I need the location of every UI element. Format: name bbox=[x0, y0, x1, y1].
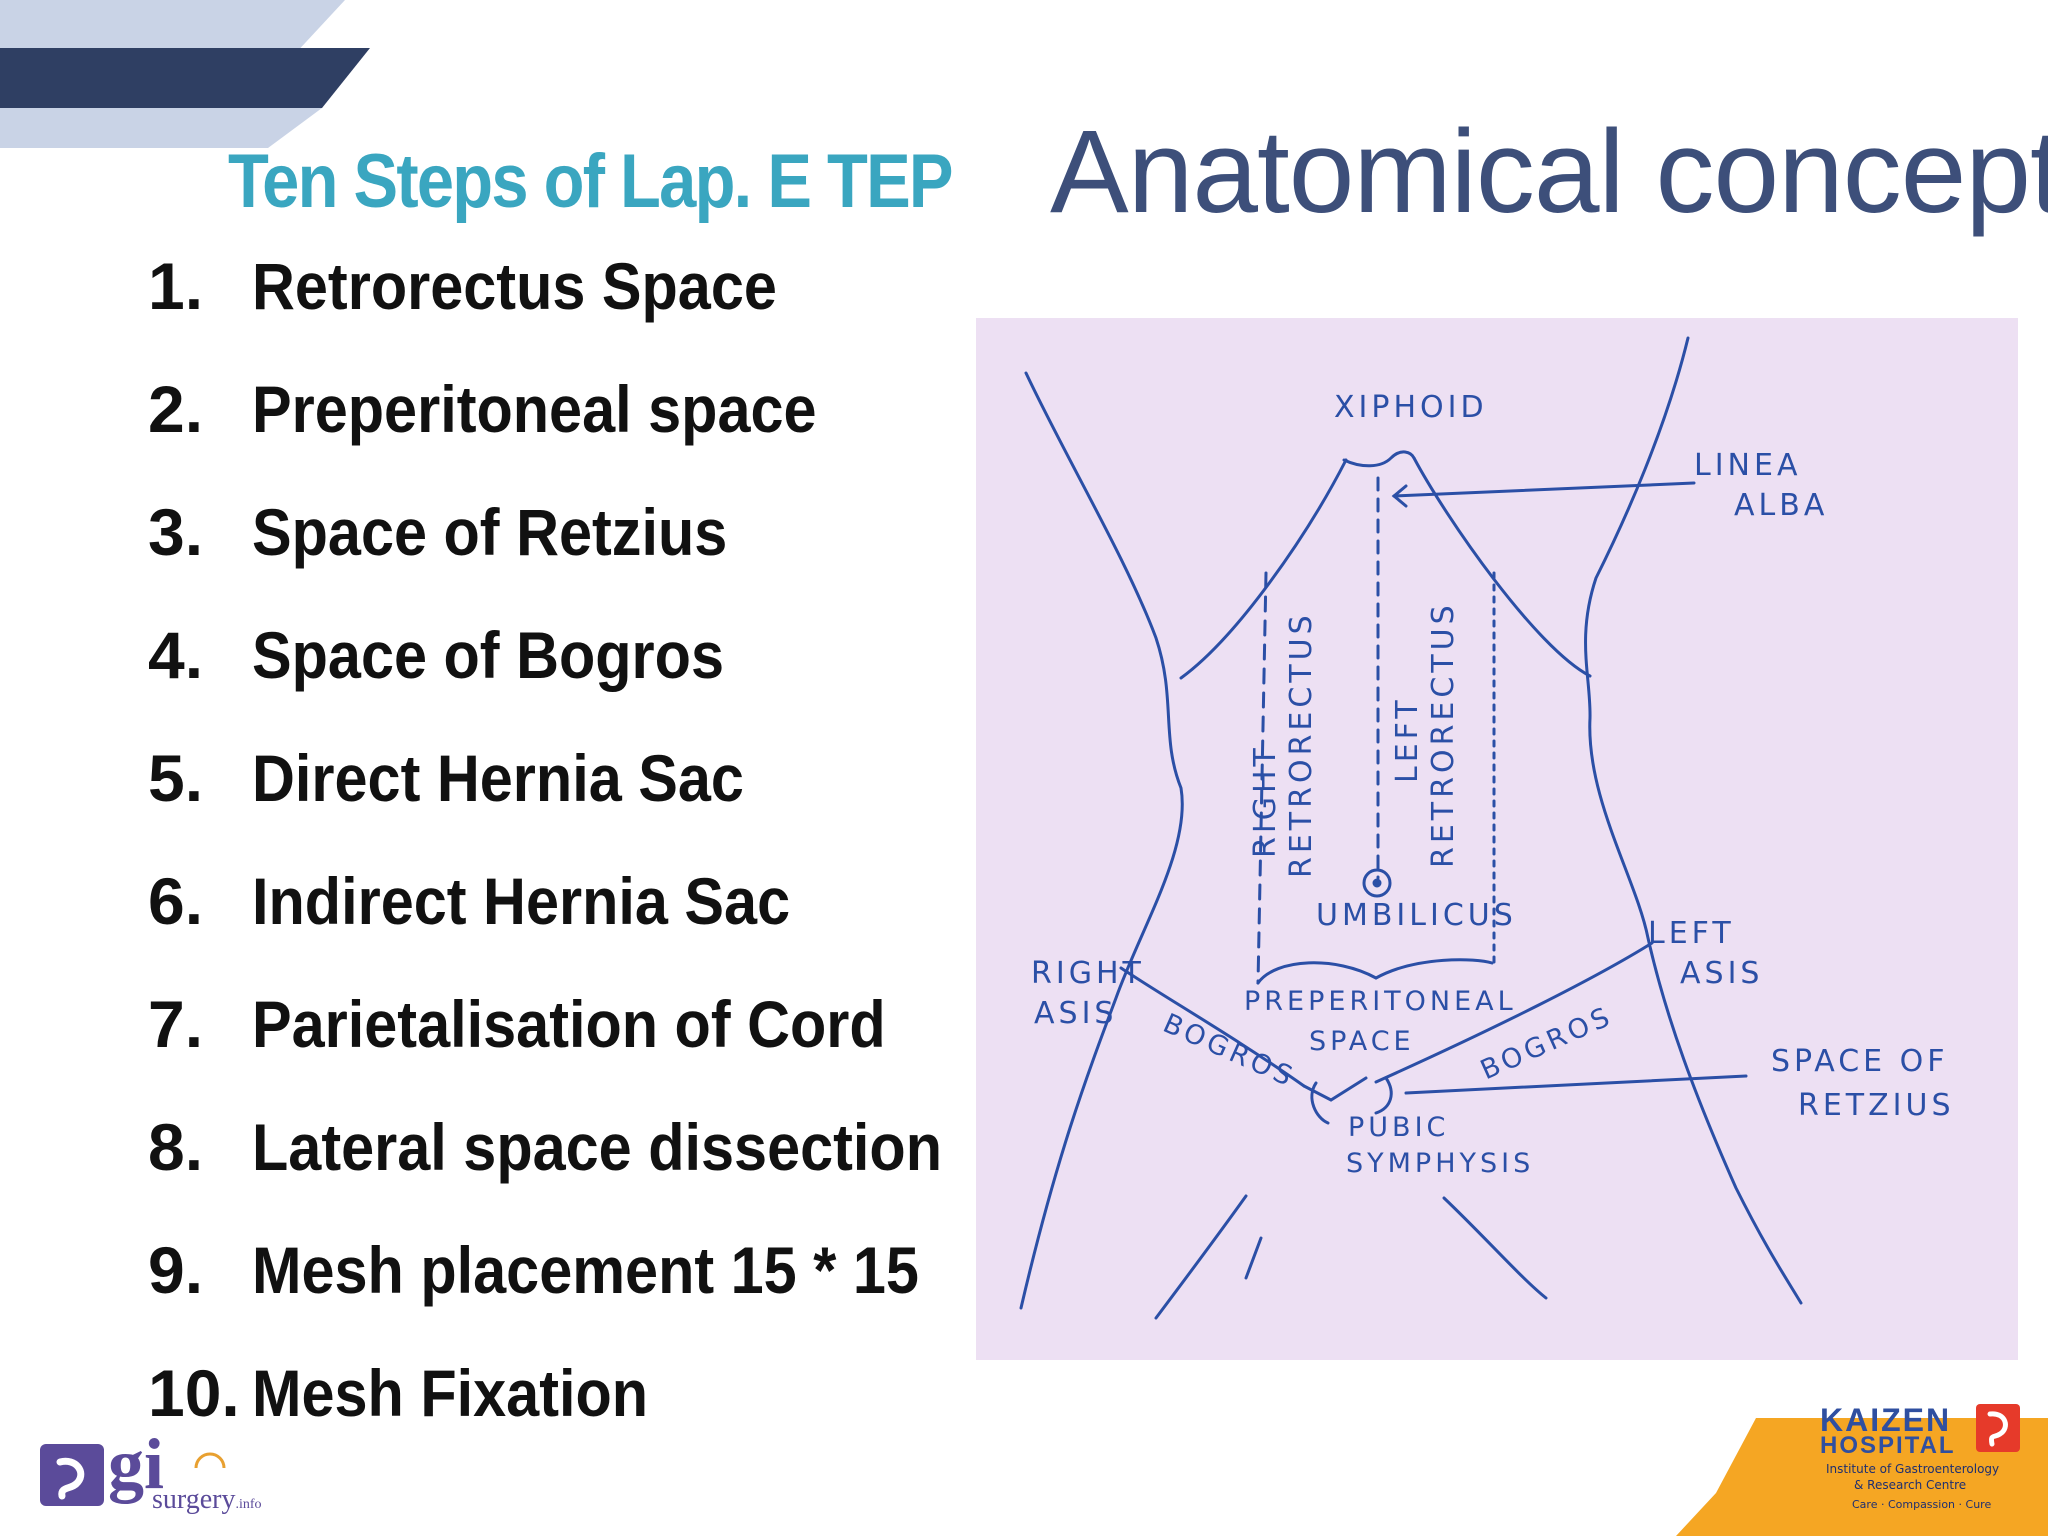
step-number: 3. bbox=[148, 495, 204, 569]
gi-logo-sub-text: surgery bbox=[152, 1484, 236, 1515]
step-text: Parietalisation of Cord bbox=[252, 987, 886, 1061]
label-left-asis-1: LEFT bbox=[1648, 916, 1735, 951]
label-left-asis-2: ASIS bbox=[1680, 956, 1764, 991]
list-item: 4. Space of Bogros bbox=[148, 617, 1019, 740]
list-item: 10.Mesh Fixation bbox=[148, 1355, 1019, 1478]
label-right-retrorectus-1: RIGHT bbox=[1248, 744, 1283, 858]
label-linea-alba-1: LINEA bbox=[1694, 448, 1802, 483]
label-xiphoid: XIPHOID bbox=[1334, 390, 1488, 425]
list-item: 5. Direct Hernia Sac bbox=[148, 740, 1019, 863]
label-retzius-2: RETZIUS bbox=[1798, 1088, 1955, 1123]
step-text: Lateral space dissection bbox=[252, 1110, 943, 1184]
step-number: 1. bbox=[148, 249, 204, 323]
kaizen-name: KAIZEN bbox=[1820, 1402, 1952, 1438]
label-left-retrorectus-1: LEFT bbox=[1390, 696, 1425, 783]
step-text: Mesh placement 15 * 15 bbox=[252, 1233, 919, 1307]
kaizen-hospital: HOSPITAL bbox=[1820, 1432, 1956, 1459]
gi-logo-main: gi bbox=[108, 1424, 165, 1504]
label-pubic-1: PUBIC bbox=[1348, 1112, 1450, 1143]
step-text: Retrorectus Space bbox=[252, 249, 777, 323]
step-number: 7. bbox=[148, 987, 204, 1061]
sun-icon bbox=[194, 1452, 226, 1469]
kaizen-institute: Institute of Gastroenterology bbox=[1826, 1462, 2000, 1476]
step-text: Mesh Fixation bbox=[252, 1356, 649, 1430]
step-text: Space of Retzius bbox=[252, 495, 728, 569]
label-preperitoneal-2: SPACE bbox=[1309, 1026, 1415, 1057]
step-text: Space of Bogros bbox=[252, 618, 724, 692]
list-item: 9. Mesh placement 15 * 15 bbox=[148, 1232, 1019, 1355]
step-number: 6. bbox=[148, 864, 204, 938]
list-item: 7. Parietalisation of Cord bbox=[148, 986, 1019, 1109]
step-number: 9. bbox=[148, 1233, 204, 1307]
step-number: 2. bbox=[148, 372, 204, 446]
list-item: 6. Indirect Hernia Sac bbox=[148, 863, 1019, 986]
gi-logo-icon bbox=[40, 1444, 104, 1506]
sketch-drawing bbox=[1019, 336, 1803, 1320]
label-preperitoneal-1: PREPERITONEAL bbox=[1244, 986, 1517, 1017]
kaizen-emblem-icon bbox=[1976, 1404, 2020, 1452]
label-right-asis-1: RIGHT bbox=[1031, 956, 1145, 991]
steps-list: 1. Retrorectus Space 2. Preperitoneal spac… bbox=[148, 248, 1019, 1478]
list-item: 2. Preperitoneal space bbox=[148, 371, 1019, 494]
step-number: 8. bbox=[148, 1110, 204, 1184]
step-text: Direct Hernia Sac bbox=[252, 741, 744, 815]
kaizen-tagline: Care · Compassion · Cure bbox=[1852, 1498, 1992, 1511]
gi-logo-suffix: .info bbox=[235, 1497, 262, 1512]
slide-subtitle: Ten Steps of Lap. E TEP bbox=[228, 139, 954, 224]
corner-decoration bbox=[0, 0, 370, 148]
step-text: Indirect Hernia Sac bbox=[252, 864, 791, 938]
step-number: 10. bbox=[148, 1356, 240, 1430]
label-retzius-1: SPACE OF bbox=[1771, 1044, 1949, 1079]
kaizen-research: & Research Centre bbox=[1854, 1478, 1967, 1492]
kaizen-banner-shape bbox=[1676, 1418, 2048, 1536]
label-pubic-2: SYMPHYSIS bbox=[1346, 1148, 1535, 1179]
list-item: 8. Lateral space dissection bbox=[148, 1109, 1019, 1232]
slide-title: Anatomical concept bbox=[1050, 106, 2048, 238]
label-right-retrorectus-2: RETRORECTUS bbox=[1284, 611, 1319, 878]
step-number: 5. bbox=[148, 741, 204, 815]
anatomy-sketch: XIPHOID LINEA ALBA RIGHT RETRORECTUS LEF… bbox=[976, 318, 2018, 1360]
list-item: 3. Space of Retzius bbox=[148, 494, 1019, 617]
step-number: 4. bbox=[148, 618, 204, 692]
label-left-retrorectus-2: RETRORECTUS bbox=[1426, 601, 1461, 868]
kaizen-hospital-logo: KAIZEN HOSPITAL Institute of Gastroenter… bbox=[1676, 1398, 2048, 1536]
list-item: 1. Retrorectus Space bbox=[148, 248, 1019, 371]
label-right-asis-2: ASIS bbox=[1034, 996, 1118, 1031]
gi-logo-sub: surgery.info bbox=[152, 1484, 262, 1516]
label-umbilicus: UMBILICUS bbox=[1316, 898, 1517, 933]
label-linea-alba-2: ALBA bbox=[1734, 488, 1829, 523]
step-text: Preperitoneal space bbox=[252, 372, 817, 446]
